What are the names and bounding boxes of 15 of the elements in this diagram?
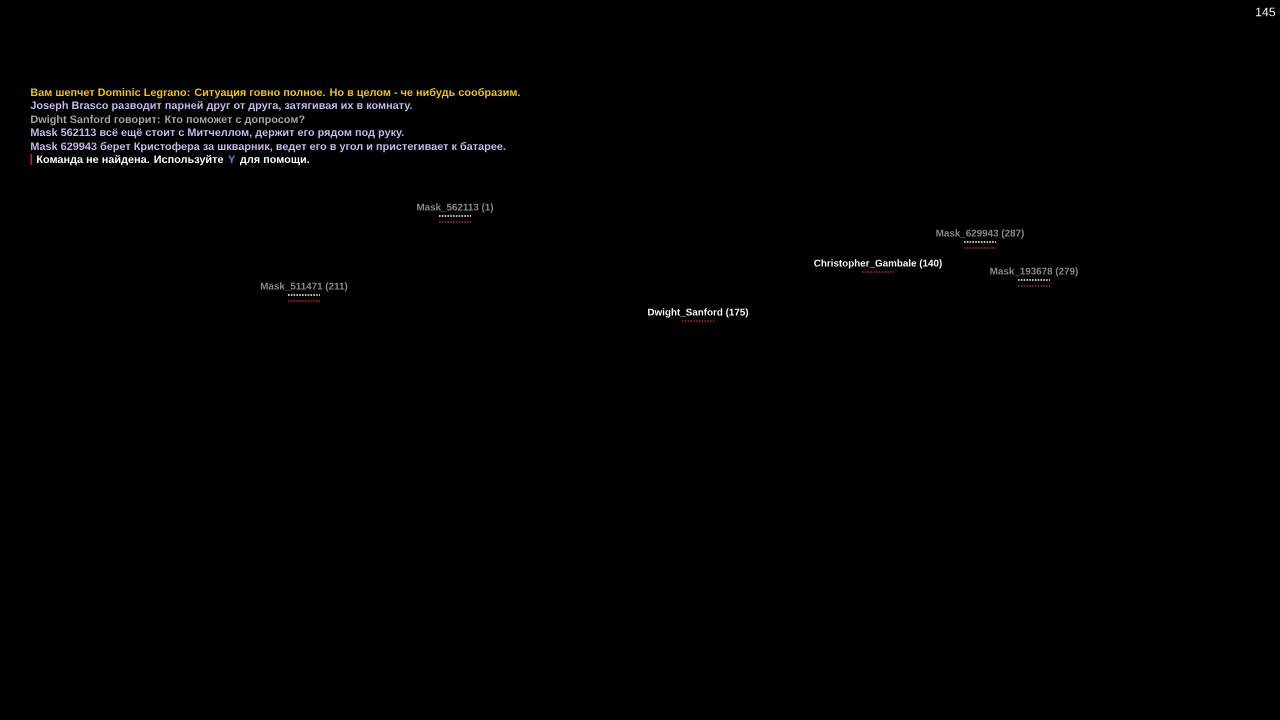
key-hint: Y — [228, 155, 236, 163]
name-tag: Mask_562113 (1) — [417, 203, 494, 213]
chat-message: Mask 562113 всё ещё стоит с Митчеллом, держит его рядом под руку. — [31, 128, 404, 139]
counter-text: 145 — [1256, 7, 1276, 17]
name-tag: Christopher_Gambale (140) — [814, 259, 942, 269]
chat-message: Вам шепчет Dominic Legrano: Ситуация говно полное. Но в целом - че нибудь сообразим. — [31, 88, 520, 99]
chat-message: для помощи. — [240, 157, 309, 166]
chat-message: Dwight Sanford говорит: Кто поможет с допросом? — [31, 115, 305, 126]
chat-message: Команда не найдена. Используйте — [37, 154, 224, 166]
name-tag: Mask_193678 (279) — [990, 267, 1078, 277]
chat-message: Joseph Brasco разводит парней друг от друга, затягивая их в комнату. — [30, 100, 412, 112]
chat-message: Mask 629943 берет Кристофера за шкварник, ведет его в угол и пристегивает к батарее. — [31, 142, 506, 153]
name-tag: Mask_629943 (287) — [936, 229, 1024, 239]
name-tag: Dwight_Sanford (175) — [648, 308, 749, 318]
name-tag: Mask_511471 (211) — [260, 282, 348, 292]
